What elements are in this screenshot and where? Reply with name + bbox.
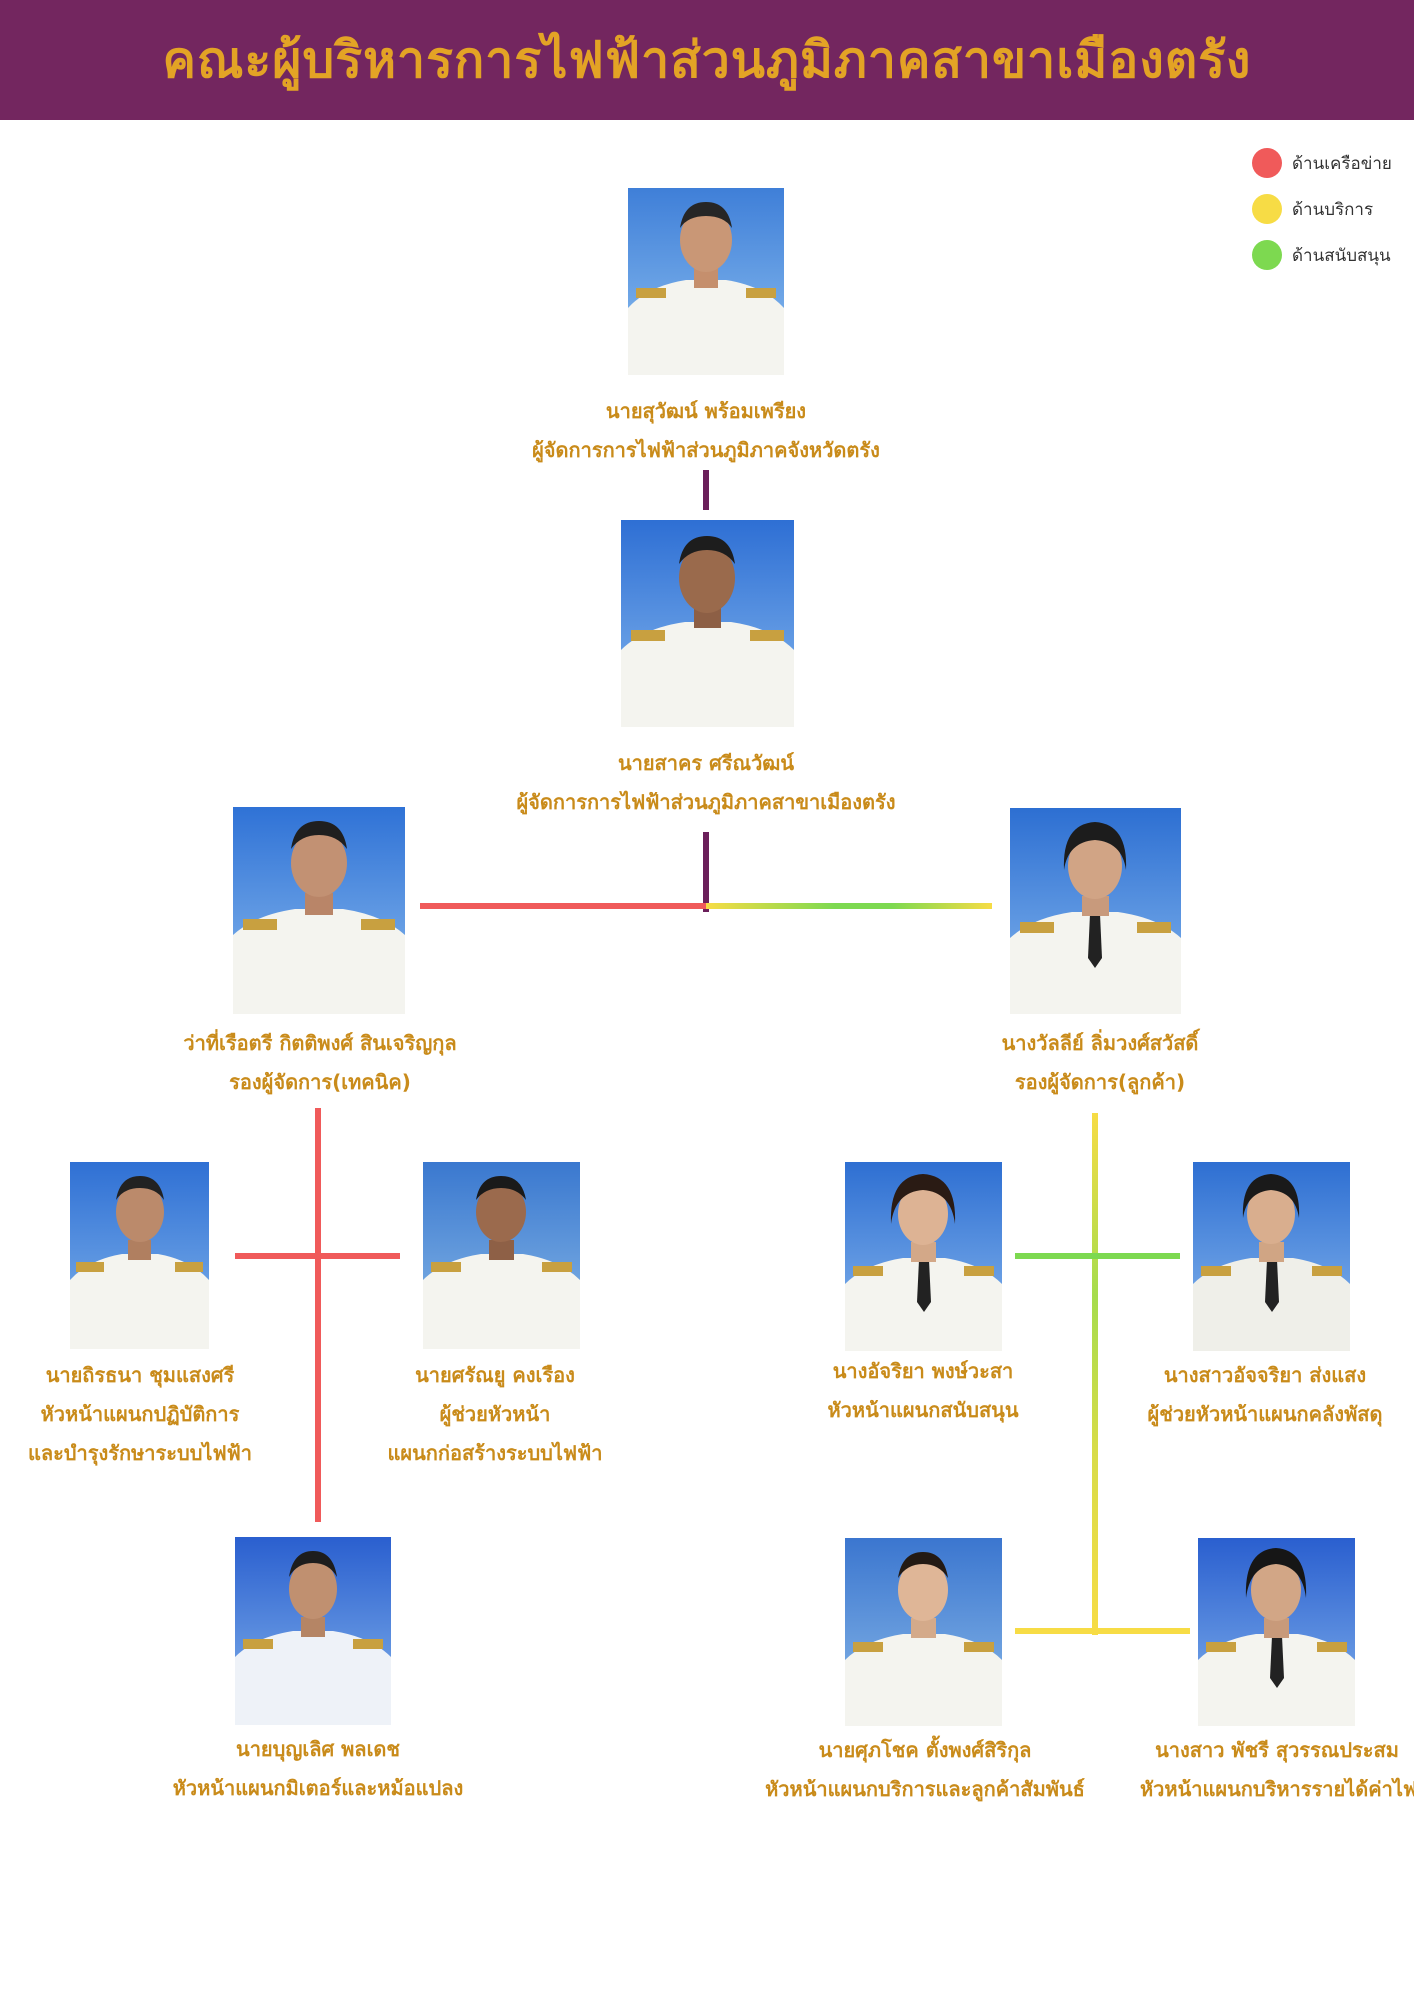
- person-name: นายถิรธนา ชุมแสงศรี: [45, 1363, 235, 1387]
- legend-dot-support: [1252, 240, 1282, 270]
- header-banner: คณะผู้บริหารการไฟฟ้าส่วนภูมิภาคสาขาเมือง…: [0, 0, 1414, 120]
- caption-deputy-customer: นางวัลลีย์ ลิ่มวงศ์สวัสดิ์ รองผู้จัดการ(…: [920, 1024, 1280, 1102]
- person-name: นางวัลลีย์ ลิ่มวงศ์สวัสดิ์: [1001, 1031, 1199, 1055]
- person-title-line2: แผนกก่อสร้างระบบไฟฟ้า: [387, 1441, 603, 1465]
- connector-technical-horizontal: [235, 1253, 400, 1259]
- person-title: ผู้ช่วยหัวหน้าแผนกคลังพัสดุ: [1147, 1402, 1383, 1426]
- caption-provincial-manager: นายสุวัฒน์ พร้อมเพรียง ผู้จัดการการไฟฟ้า…: [456, 392, 956, 470]
- person-name: นายสาคร ศรีณวัฒน์: [617, 751, 795, 775]
- connector-customer-vertical: [1092, 1113, 1098, 1635]
- person-title: รองผู้จัดการ(ลูกค้า): [1014, 1070, 1186, 1094]
- person-name: นายสุวัฒน์ พร้อมเพรียง: [605, 399, 807, 423]
- person-name: นายศุภโชค ตั้งพงศ์สิริกุล: [818, 1738, 1032, 1762]
- caption-operations-head: นายถิรธนา ชุมแสงศรี หัวหน้าแผนกปฏิบัติกา…: [0, 1356, 280, 1473]
- person-title: รองผู้จัดการ(เทคนิค): [229, 1070, 411, 1094]
- caption-warehouse-assistant: นางสาวอัจจริยา ส่งแสง ผู้ช่วยหัวหน้าแผนก…: [1120, 1356, 1410, 1434]
- connector-technical-branch: [420, 903, 706, 909]
- photo-branch-manager: [621, 520, 794, 727]
- legend: ด้านเครือข่าย ด้านบริการ ด้านสนับสนุน: [1252, 140, 1412, 278]
- connector-main-down: [703, 832, 709, 912]
- photo-operations-head: [70, 1162, 209, 1349]
- person-name: นายศรัณยู คงเรือง: [415, 1363, 575, 1387]
- legend-item-support: ด้านสนับสนุน: [1252, 232, 1412, 278]
- photo-construction-assistant: [423, 1162, 580, 1349]
- photo-deputy-customer: [1010, 808, 1181, 1014]
- photo-warehouse-assistant: [1193, 1162, 1350, 1351]
- person-name: นางอัจริยา พงษ์วะสา: [832, 1359, 1014, 1383]
- caption-support-head: นางอัจริยา พงษ์วะสา หัวหน้าแผนกสนับสนุน: [773, 1352, 1073, 1430]
- person-title: ผู้จัดการการไฟฟ้าส่วนภูมิภาคสาขาเมืองตรั…: [516, 790, 896, 814]
- person-title: หัวหน้าแผนกสนับสนุน: [827, 1398, 1019, 1422]
- person-title: หัวหน้าแผนกปฏิบัติการ: [40, 1402, 240, 1426]
- photo-meter-head: [235, 1537, 391, 1725]
- person-title-line2: และบำรุงรักษาระบบไฟฟ้า: [27, 1441, 253, 1465]
- person-name: นางสาวอัจจริยา ส่งแสง: [1163, 1363, 1367, 1387]
- legend-label: ด้านบริการ: [1292, 199, 1374, 220]
- connector-top: [703, 470, 709, 510]
- photo-support-head: [845, 1162, 1002, 1351]
- photo-customer-service-head: [845, 1538, 1002, 1726]
- person-name: ว่าที่เรือตรี กิตติพงศ์ สินเจริญกุล: [183, 1031, 457, 1055]
- person-title: หัวหน้าแผนกบริหารรายได้ค่าไฟฟ้า: [1140, 1777, 1414, 1801]
- legend-dot-service: [1252, 194, 1282, 224]
- photo-deputy-technical: [233, 807, 405, 1014]
- person-title: ผู้ช่วยหัวหน้า: [439, 1402, 551, 1426]
- legend-item-service: ด้านบริการ: [1252, 186, 1412, 232]
- person-name: นายบุญเลิศ พลเดช: [236, 1737, 400, 1761]
- person-title: ผู้จัดการการไฟฟ้าส่วนภูมิภาคจังหวัดตรัง: [532, 438, 880, 462]
- caption-deputy-technical: ว่าที่เรือตรี กิตติพงศ์ สินเจริญกุล รองผ…: [140, 1024, 500, 1102]
- legend-label: ด้านสนับสนุน: [1292, 245, 1391, 266]
- person-title: หัวหน้าแผนกบริการและลูกค้าสัมพันธ์: [765, 1777, 1085, 1801]
- photo-provincial-manager: [628, 188, 784, 375]
- person-name: นางสาว พัชรี สุวรรณประสม: [1155, 1738, 1399, 1762]
- photo-revenue-head: [1198, 1538, 1355, 1726]
- caption-customer-service-head: นายศุภโชค ตั้งพงศ์สิริกุล หัวหน้าแผนกบริ…: [755, 1731, 1095, 1809]
- caption-meter-head: นายบุญเลิศ พลเดช หัวหน้าแผนกมิเตอร์และหม…: [158, 1730, 478, 1808]
- caption-construction-assistant: นายศรัณยู คงเรือง ผู้ช่วยหัวหน้า แผนกก่อ…: [355, 1356, 635, 1473]
- page-title: คณะผู้บริหารการไฟฟ้าส่วนภูมิภาคสาขาเมือง…: [162, 30, 1252, 89]
- connector-technical-vertical: [315, 1108, 321, 1522]
- legend-item-network: ด้านเครือข่าย: [1252, 140, 1412, 186]
- caption-revenue-head: นางสาว พัชรี สุวรรณประสม หัวหน้าแผนกบริห…: [1140, 1731, 1414, 1809]
- connector-customer-branch: [706, 903, 992, 909]
- connector-support-horizontal: [1015, 1253, 1180, 1259]
- legend-label: ด้านเครือข่าย: [1292, 153, 1392, 174]
- caption-branch-manager: นายสาคร ศรีณวัฒน์ ผู้จัดการการไฟฟ้าส่วนภ…: [456, 744, 956, 822]
- legend-dot-network: [1252, 148, 1282, 178]
- connector-service-horizontal: [1015, 1628, 1190, 1634]
- person-title: หัวหน้าแผนกมิเตอร์และหม้อแปลง: [172, 1776, 464, 1800]
